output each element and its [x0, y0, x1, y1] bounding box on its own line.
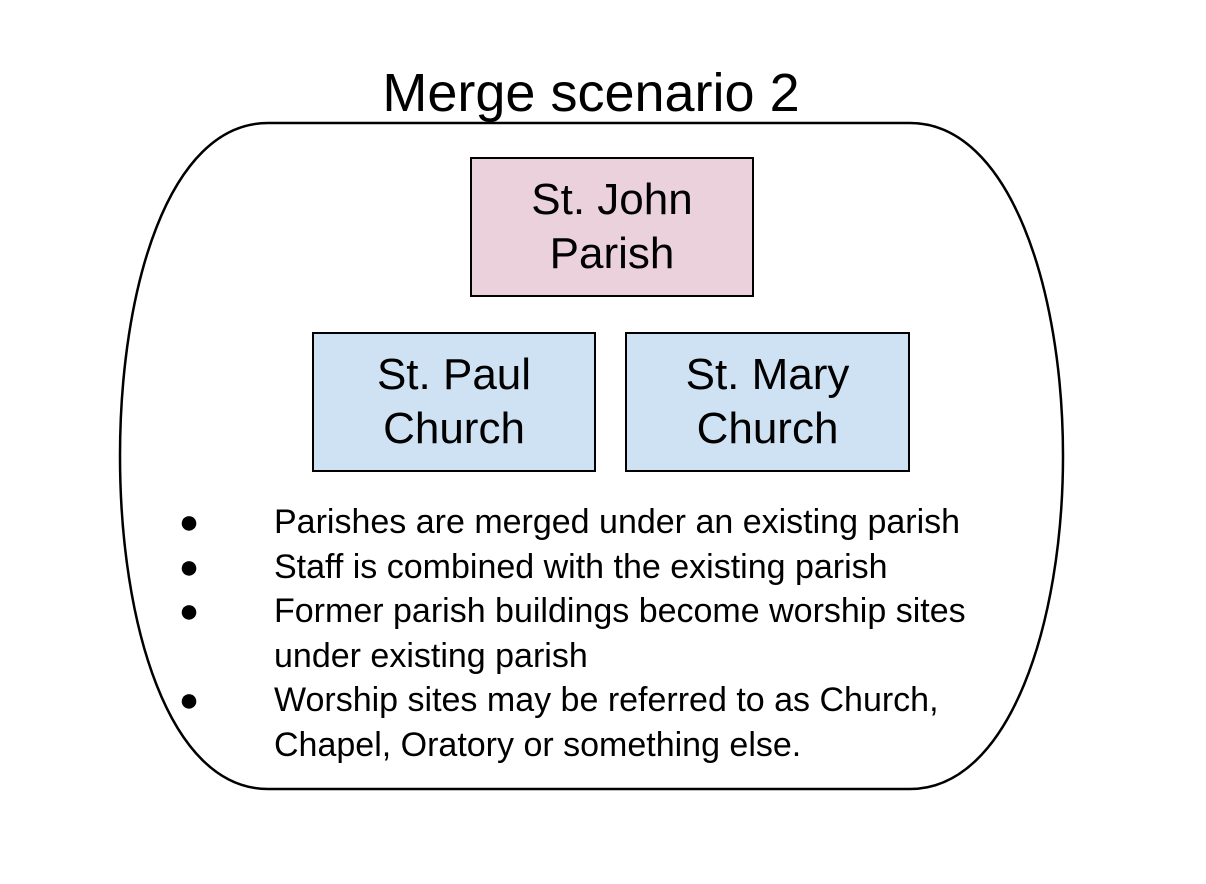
- bullet-text: Former parish buildings become worship s…: [274, 592, 966, 630]
- bullet-dot-icon: ●: [178, 503, 200, 541]
- diagram-title: Merge scenario 2: [382, 63, 800, 123]
- bullet-text: Staff is combined with the existing pari…: [274, 547, 888, 586]
- bullet-dot-icon: ●: [178, 592, 200, 630]
- list-item: ● Worship sites may be referred to as Ch…: [172, 678, 1042, 767]
- bullet-text: Parishes are merged under an existing pa…: [274, 503, 961, 541]
- container-outline: [118, 121, 1065, 791]
- node-st-mary-church: St. Mary Church: [625, 332, 910, 472]
- list-item: ● Staff is combined with the existing pa…: [172, 545, 1042, 590]
- bullet-text-continued: Chapel, Oratory or something else.: [274, 725, 802, 764]
- list-item: ● Former parish buildings become worship…: [172, 589, 1042, 678]
- list-item: ● Parishes are merged under an existing …: [172, 500, 1042, 545]
- bullet-dot-icon: ●: [178, 681, 200, 719]
- node-label-line: St. John: [531, 175, 693, 224]
- node-st-john-parish: St. John Parish: [470, 157, 754, 297]
- bullet-dot-icon: ●: [178, 547, 200, 586]
- bullet-list: ● Parishes are merged under an existing …: [172, 500, 1042, 767]
- node-label-line: Church: [383, 404, 525, 453]
- bullet-text-continued: under existing parish: [274, 636, 588, 675]
- node-st-paul-church: St. Paul Church: [312, 332, 596, 472]
- bullet-text: Worship sites may be referred to as Chur…: [274, 681, 939, 719]
- node-label-line: St. Mary: [685, 350, 850, 399]
- node-label-line: St. Paul: [376, 350, 532, 399]
- node-label-line: Parish: [549, 229, 675, 278]
- node-label-line: Church: [696, 404, 839, 453]
